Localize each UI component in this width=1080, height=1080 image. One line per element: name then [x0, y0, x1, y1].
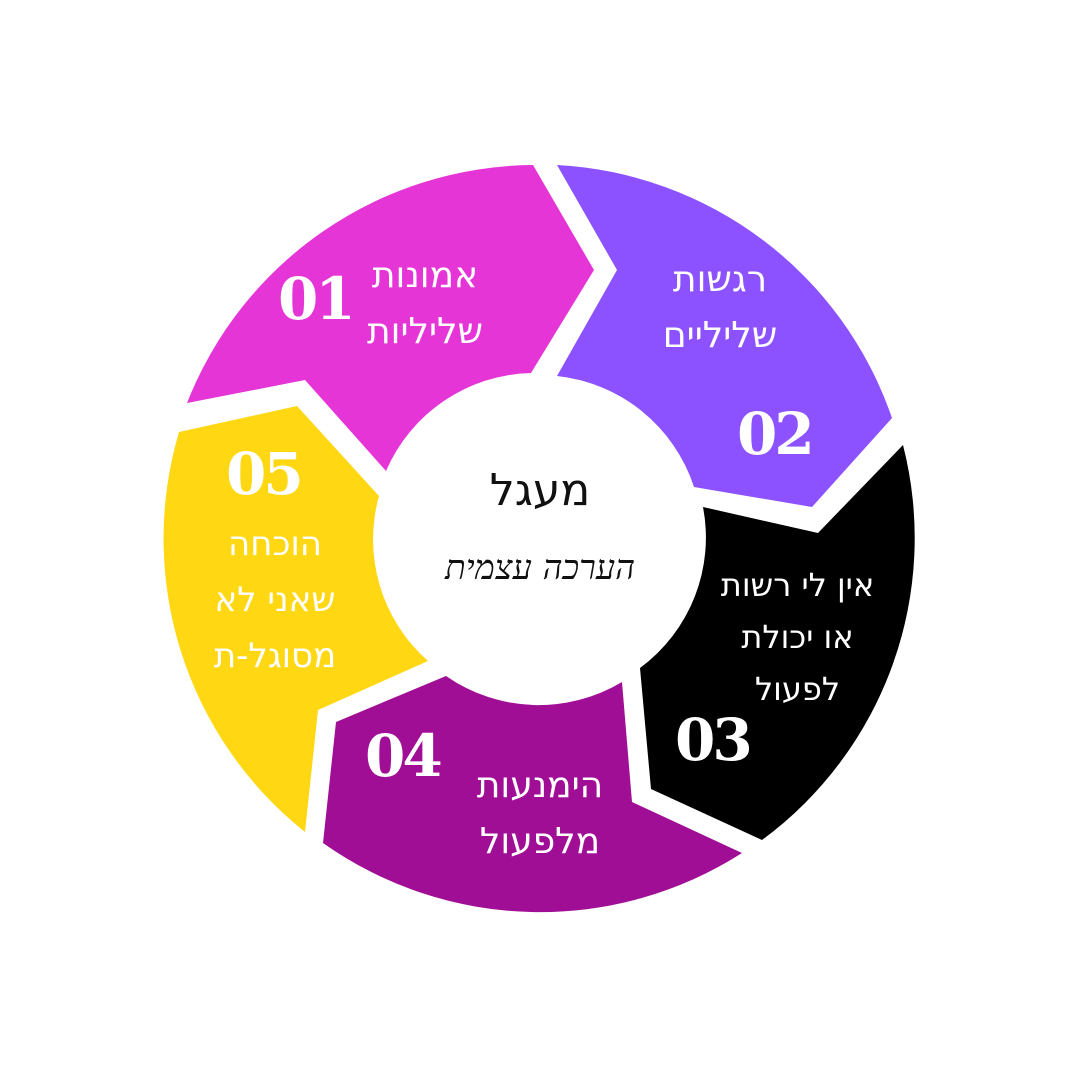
- segment-01-label: אמונות שליליות: [330, 248, 520, 360]
- segment-02-number: 02: [737, 400, 815, 468]
- segment-02-label: רגשות שליליים: [625, 252, 815, 364]
- segment-01-line1: אמונות: [371, 255, 479, 296]
- segment-02-line2: שליליים: [662, 315, 778, 356]
- segment-04-shape: [323, 676, 742, 913]
- segment-03-label: אין לי רשות או יכולת לפעול: [700, 559, 895, 715]
- segment-04-number: 04: [365, 722, 443, 790]
- segment-01-line2: שליליות: [367, 311, 483, 352]
- segment-03-shape: [640, 445, 915, 840]
- center-title: מעגל: [489, 465, 591, 516]
- center-subtitle: הערכה עצמית: [444, 548, 636, 588]
- segment-05-line3: מסוגל-ת: [213, 636, 337, 676]
- segment-01-number: 01: [278, 265, 356, 333]
- segment-04-label: הימנעות מלפעול: [445, 758, 635, 870]
- segment-02-shape: [557, 165, 892, 507]
- segment-05-number: 05: [226, 440, 304, 508]
- segment-05-label: הוכחה שאני לא מסוגל-ת: [190, 516, 360, 684]
- segment-04-line2: מלפעול: [479, 821, 601, 862]
- segment-03-line3: לפעול: [754, 670, 841, 708]
- segment-03-line2: או יכולת: [741, 618, 854, 656]
- segment-01-shape: [187, 165, 594, 471]
- segment-05-shape: [163, 406, 428, 832]
- segment-04-line1: הימנעות: [476, 765, 604, 806]
- segment-05-line2: שאני לא: [214, 580, 336, 620]
- segment-05-line1: הוכחה: [228, 524, 322, 564]
- segment-03-line1: אין לי רשות: [720, 566, 875, 604]
- segment-02-line1: רגשות: [672, 259, 768, 300]
- segment-03-number: 03: [675, 706, 753, 774]
